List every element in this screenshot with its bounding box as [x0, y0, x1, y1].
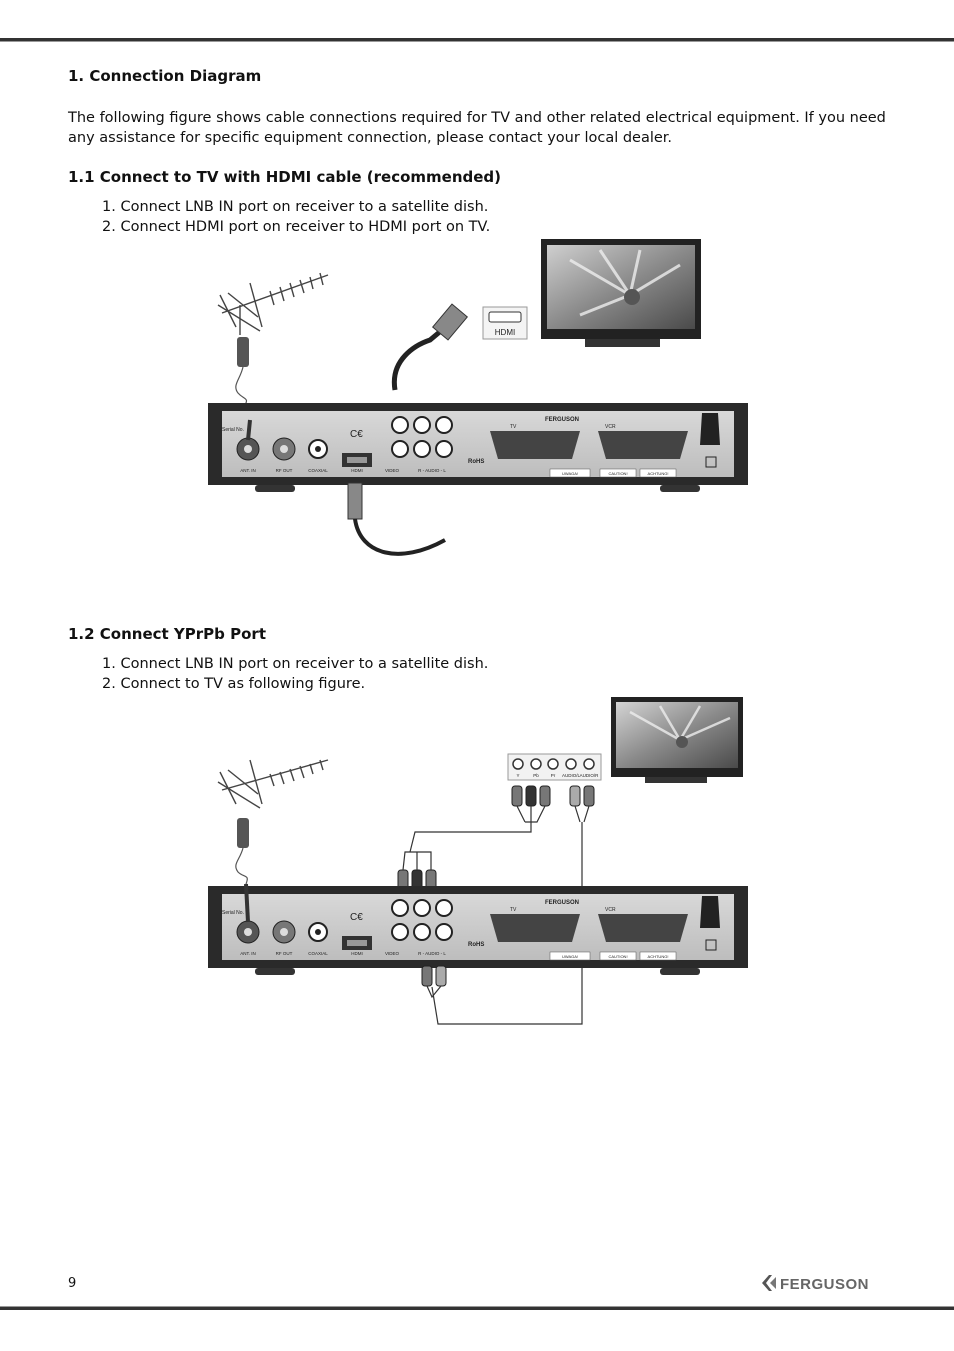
receiver-rear-panel: Serial No. ANT. IN RF OUT COAXIAL C€ HDM…	[208, 886, 748, 975]
svg-text:C€: C€	[350, 912, 363, 923]
hdmi-steps-list: 1. Connect LNB IN port on receiver to a …	[102, 197, 490, 237]
svg-text:RF OUT: RF OUT	[276, 468, 293, 473]
hdmi-port-label: HDMI	[495, 328, 515, 337]
svg-text:Serial No.: Serial No.	[222, 427, 244, 433]
svg-text:COAXIAL: COAXIAL	[308, 468, 328, 473]
receiver-rear-panel: Serial No. ANT. IN RF OUT COAXIAL C€ HDM…	[208, 403, 748, 492]
list-item: 1. Connect LNB IN port on receiver to a …	[102, 199, 489, 215]
list-item: 1. Connect LNB IN port on receiver to a …	[102, 656, 489, 672]
svg-text:VCR: VCR	[605, 907, 616, 913]
svg-text:AUDIO/R: AUDIO/R	[580, 773, 600, 778]
svg-text:ACHTUNG!: ACHTUNG!	[648, 954, 669, 959]
svg-text:C€: C€	[350, 429, 363, 440]
svg-text:CAUTION!: CAUTION!	[608, 471, 627, 476]
svg-text:FERGUSON: FERGUSON	[545, 417, 579, 423]
svg-text:VIDEO: VIDEO	[385, 468, 400, 473]
svg-text:RF OUT: RF OUT	[276, 951, 293, 956]
svg-text:HDMI: HDMI	[351, 951, 363, 956]
svg-text:UWAGA!: UWAGA!	[562, 471, 578, 476]
svg-text:VCR: VCR	[605, 424, 616, 430]
list-item: 2. Connect HDMI port on receiver to HDMI…	[102, 219, 491, 235]
section-heading-connection-diagram: 1. Connection Diagram	[68, 67, 262, 85]
tv-icon	[611, 697, 743, 783]
list-item: 2. Connect to TV as following figure.	[102, 676, 366, 692]
bottom-rule	[0, 1306, 954, 1310]
svg-text:Pr: Pr	[551, 773, 556, 778]
svg-text:R - AUDIO - L: R - AUDIO - L	[418, 468, 446, 473]
section-heading-hdmi: 1.1 Connect to TV with HDMI cable (recom…	[68, 168, 502, 186]
svg-text:RoHS: RoHS	[468, 459, 484, 465]
svg-text:TV: TV	[510, 907, 517, 913]
svg-text:HDMI: HDMI	[351, 468, 363, 473]
svg-text:UWAGA!: UWAGA!	[562, 954, 578, 959]
svg-text:ACHTUNG!: ACHTUNG!	[648, 471, 669, 476]
svg-text:FERGUSON: FERGUSON	[545, 900, 579, 906]
svg-text:AUDIO/L: AUDIO/L	[562, 773, 581, 778]
svg-text:COAXIAL: COAXIAL	[308, 951, 328, 956]
tv-icon	[541, 239, 701, 347]
svg-text:Serial No.: Serial No.	[222, 910, 244, 916]
svg-text:FERGUSON: FERGUSON	[780, 1276, 869, 1293]
yprpb-steps-list: 1. Connect LNB IN port on receiver to a …	[102, 654, 488, 694]
tv-component-ports: Y Pb Pr AUDIO/L AUDIO/R	[507, 753, 602, 781]
hdmi-plug-icon	[347, 482, 363, 520]
svg-text:Y: Y	[516, 773, 519, 778]
page-number: 9	[68, 1276, 77, 1291]
svg-text:Pb: Pb	[533, 773, 539, 778]
svg-text:RoHS: RoHS	[468, 942, 484, 948]
svg-text:ANT. IN: ANT. IN	[240, 951, 256, 956]
svg-text:ANT. IN: ANT. IN	[240, 468, 256, 473]
svg-text:TV: TV	[510, 424, 517, 430]
svg-text:VIDEO: VIDEO	[385, 951, 400, 956]
hdmi-plug-icon	[431, 303, 469, 341]
svg-text:CAUTION!: CAUTION!	[608, 954, 627, 959]
intro-paragraph: The following figure shows cable connect…	[68, 110, 886, 146]
svg-text:R - AUDIO - L: R - AUDIO - L	[418, 951, 446, 956]
antenna-icon	[217, 272, 329, 335]
antenna-plug-icon	[237, 337, 249, 367]
yprpb-connection-figure: Y Pb Pr AUDIO/L AUDIO/R Serial No.	[208, 697, 748, 1025]
antenna-icon	[217, 759, 329, 809]
ferguson-logo: FERGUSON	[762, 1275, 869, 1293]
top-rule	[0, 38, 954, 42]
section-heading-yprpb: 1.2 Connect YPrPb Port	[68, 625, 266, 643]
antenna-plug-icon	[237, 818, 249, 848]
hdmi-connection-figure: HDMI Serial No. ANT. IN RF OUT COAXIAL C…	[208, 239, 748, 556]
